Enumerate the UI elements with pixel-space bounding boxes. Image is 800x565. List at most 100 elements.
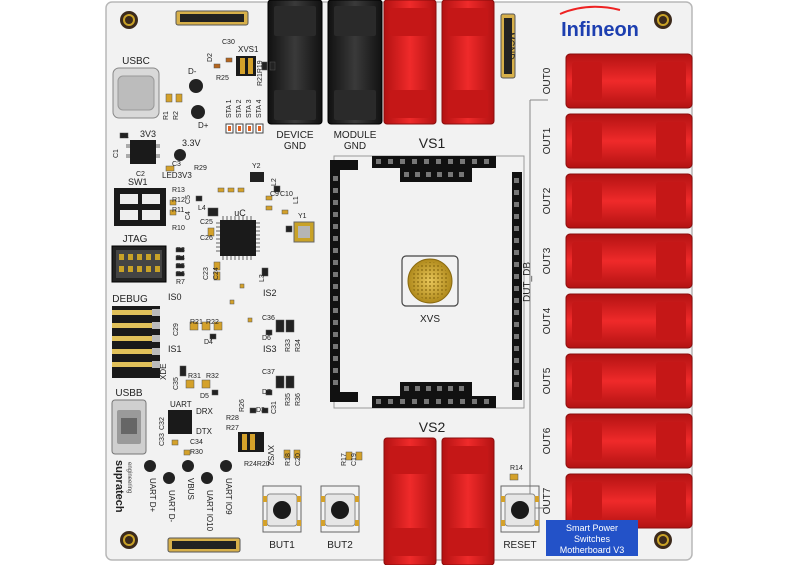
led3v3-label: LED3V3: [162, 171, 192, 180]
refdes-r6: R6: [176, 271, 185, 278]
socket-pin: [436, 399, 441, 404]
smd-part: [265, 329, 273, 336]
mcu-pin: [256, 222, 260, 224]
smd-part: [265, 205, 273, 211]
mcu-pin: [242, 256, 244, 260]
mcu-pin: [256, 250, 260, 252]
debug-pins: [112, 309, 160, 368]
socket-pin: [412, 159, 417, 164]
socket-pin: [333, 284, 338, 289]
testpoint-label-3: UART IO10: [205, 490, 214, 532]
socket-pin: [388, 159, 393, 164]
mgnd-bottom-pad: MGND: [167, 537, 241, 553]
smd-part: [175, 247, 185, 253]
socket-pin: [415, 172, 420, 177]
mcu-pin: [256, 230, 260, 232]
refdes-y1: Y1: [298, 213, 307, 220]
socket-pin: [426, 386, 431, 391]
smd-part: [273, 185, 281, 193]
refdes-r1: R1: [163, 111, 170, 120]
socket-pin: [333, 224, 338, 229]
testpoint-1: [163, 472, 175, 484]
sta-label-1: STA 1: [226, 99, 233, 118]
mcu-pin: [216, 238, 220, 240]
mounting-holes: [120, 11, 672, 549]
socket-pin: [514, 238, 519, 243]
refdes-c21: R21: [190, 319, 203, 326]
jtag-pin: [155, 266, 160, 272]
xvs-pad: [401, 255, 459, 307]
mcu-pin: [256, 226, 260, 228]
refdes-r25: R25: [216, 75, 229, 82]
socket-pin: [514, 274, 519, 279]
socket-pin: [333, 308, 338, 313]
socket-pin: [484, 159, 489, 164]
refdes-r34: R34: [295, 339, 302, 352]
smd-part: [119, 132, 129, 139]
debug-pin: [112, 323, 160, 328]
refdes-l2: L2: [271, 178, 278, 186]
socket-pin: [333, 200, 338, 205]
jtag-pin: [146, 266, 151, 272]
refdes-c35: C35: [173, 377, 180, 390]
jtag-pin: [119, 266, 124, 272]
debug-pin-tip: [152, 335, 160, 342]
socket-pin: [484, 399, 489, 404]
socket-pin: [404, 172, 409, 177]
jtag-label: JTAG: [123, 234, 148, 245]
d-minus-testpoint: [189, 79, 203, 93]
refdes-c24: C24: [213, 267, 220, 280]
output-terminal-2: OUT2: [542, 173, 693, 229]
socket-pin: [388, 399, 393, 404]
smd-part: [175, 93, 183, 103]
refdes-r18: R18: [285, 453, 292, 466]
board-title-box: Smart Power Switches Motherboard V3: [546, 520, 638, 556]
socket-pin: [333, 260, 338, 265]
socket-pin: [459, 172, 464, 177]
smd-part: [345, 451, 353, 461]
refdes-c2: C2: [136, 171, 145, 178]
output-terminal-7: OUT7: [542, 473, 693, 529]
socket-pin: [400, 159, 405, 164]
uart-label: UART: [170, 400, 192, 409]
refdes-r26: R26: [239, 399, 246, 412]
socket-pin: [514, 322, 519, 327]
socket-pin: [436, 159, 441, 164]
usbb-connector: [111, 399, 147, 455]
testpoint-label-1: UART D-: [167, 490, 176, 522]
dtx-label: DTX: [196, 427, 213, 436]
mcu-pin: [216, 234, 220, 236]
mcu-pin: [256, 234, 260, 236]
socket-pin: [448, 386, 453, 391]
is0-label: IS0: [168, 292, 182, 302]
refdes-y2: Y2: [252, 163, 261, 170]
mcu-pin: [242, 216, 244, 220]
socket-pin: [448, 399, 453, 404]
debug-pin: [112, 362, 160, 367]
button-reset[interactable]: RESET: [500, 485, 540, 551]
smd-part: [165, 93, 173, 103]
smd-part: [261, 407, 269, 414]
button-but2[interactable]: BUT2: [320, 485, 360, 551]
button-but1[interactable]: BUT1: [262, 485, 302, 551]
testpoint-label-2: VBUS: [186, 478, 195, 500]
mcu-pin: [246, 256, 248, 260]
socket-pin: [424, 159, 429, 164]
brand-name: Infineon: [561, 19, 639, 41]
infineon-logo: Infineon: [559, 5, 639, 41]
refdes-c20: C20: [295, 453, 302, 466]
socket-pin: [333, 380, 338, 385]
xvs1-jumper: [236, 56, 256, 76]
socket-pin: [333, 296, 338, 301]
smd-part: [355, 451, 363, 461]
device-gnd-terminal: [267, 0, 323, 125]
socket-pin: [514, 286, 519, 291]
refdes-r32: R32: [206, 373, 219, 380]
smd-part: [285, 375, 295, 389]
mcu-pin: [256, 246, 260, 248]
smd-part: [229, 299, 235, 305]
mcu-pin: [216, 246, 220, 248]
mgnd-top-pad: MGND: [175, 10, 249, 26]
